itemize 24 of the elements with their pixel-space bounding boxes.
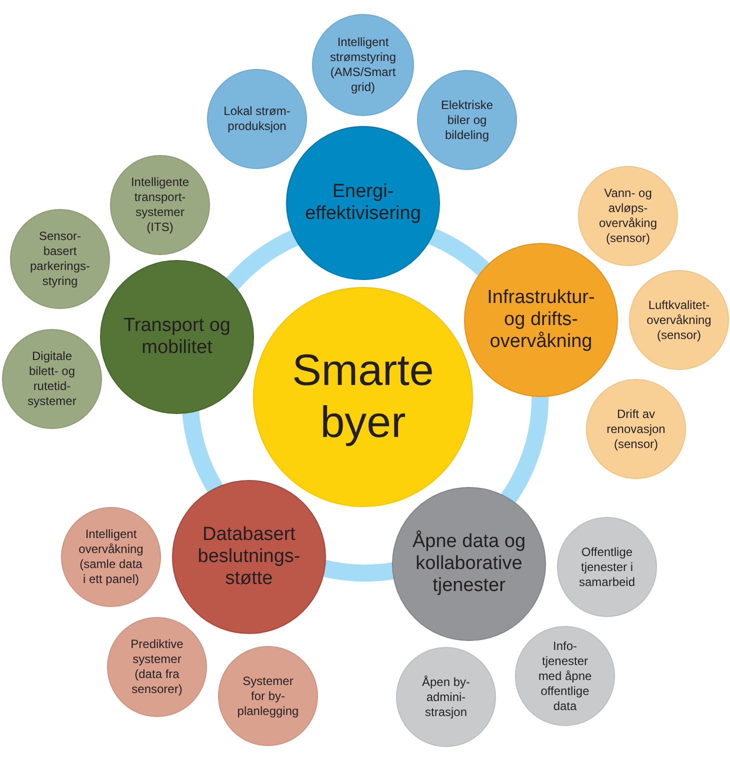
topic-label: Databasert beslutnings- støtte <box>196 524 302 590</box>
connector-arc <box>426 228 492 278</box>
subtopic-label: Sensor- basert parkerings- styring <box>28 229 92 289</box>
topic-label: Transport og mobilitet <box>122 315 232 359</box>
topic-label: Energi- effektivisering <box>304 181 422 225</box>
subtopic-label: Info- tjenester med åpne offentlige data <box>537 638 593 714</box>
subtopic-label: Digitale bilett- og rutetid- systemer <box>26 349 78 409</box>
connector-arc <box>500 394 548 505</box>
subtopic-label: Elektriske biler og bildeling <box>440 98 494 142</box>
subtopic-label: Lokal strøm- produksjon <box>222 104 292 134</box>
subtopic-label: Intelligente transport- systemer (ITS) <box>130 175 190 235</box>
connector-arc <box>224 229 301 292</box>
topic-label: Infrastruktur- og drifts- overvåkning <box>486 287 596 353</box>
subtopic-label: Systemer for by- planlegging <box>236 674 300 718</box>
topic-label: Åpne data og kollaborative tjenester <box>411 531 527 597</box>
subtopic-label: Prediktive systemer (data fra sensorer) <box>130 637 184 697</box>
subtopic-label: Åpen by- admini- strasjon <box>420 674 472 720</box>
subtopic-label: Drift av renovasjon (sensor) <box>606 406 666 452</box>
subtopic-label: Offentlige tjenester i samarbeid <box>578 544 636 590</box>
subtopic-label: Vann- og avløps- overvåking (sensor) <box>598 186 658 246</box>
subtopic-label: Intelligent overvåkning (samle data i ett panel) <box>78 527 144 587</box>
subtopic-label: Intelligent strømstyring (AMS/Smart grid) <box>329 35 397 95</box>
hub-title: Smarte byer <box>291 345 435 449</box>
subtopic-label: Luftkvalitet- overvåkning (sensor) <box>646 298 712 342</box>
